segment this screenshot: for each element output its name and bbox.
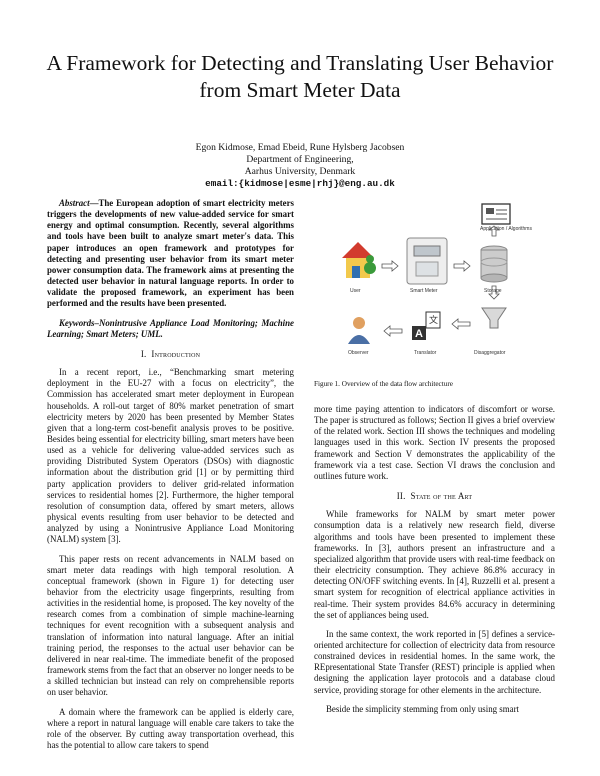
figure-label-algorithms: Application / Algorithms	[480, 226, 532, 232]
keywords-label: Keywords	[59, 317, 95, 328]
intro-paragraph-1: In a recent report, i.e., “Benchmarking …	[47, 367, 294, 545]
user-house-icon	[342, 242, 376, 278]
storage-icon	[480, 245, 508, 283]
svg-text:A: A	[415, 328, 423, 340]
intro-paragraph-3-continued: more time paying attention to indicators…	[314, 404, 555, 481]
figure-label-storage: Storage	[484, 288, 502, 294]
author-block: Egon Kidmose, Emad Ebeid, Rune Hylsberg …	[60, 142, 540, 190]
author-email: email:{kidmose|esme|rhj}@eng.au.dk	[205, 178, 395, 189]
author-department: Department of Engineering,	[246, 154, 354, 165]
sota-paragraph-1: While frameworks for NALM by smart meter…	[314, 509, 555, 620]
application-icon	[481, 203, 511, 225]
left-column: Abstract—The European adoption of smart …	[47, 198, 294, 751]
sota-paragraph-3: Beside the simplicity stemming from only…	[326, 703, 520, 714]
abstract: Abstract—The European adoption of smart …	[47, 198, 294, 310]
paper-title: A Framework for Detecting and Translatin…	[46, 51, 554, 102]
sota-paragraph-2: In the same context, the work reported i…	[314, 628, 555, 695]
section-heading-introduction: I. Introduction	[140, 348, 201, 359]
flow-arrows	[381, 225, 501, 337]
figure-label-meter: Smart Meter	[410, 288, 438, 294]
translator-icon: A 文	[412, 311, 441, 340]
keywords-text: –Nonintrusive Appliance Load Monitoring;…	[47, 317, 294, 339]
author-university: Aarhus University, Denmark	[244, 166, 356, 177]
section-heading-state-of-the-art: II. State of the Art	[396, 491, 473, 502]
observer-icon	[348, 317, 370, 344]
abstract-label: Abstract	[59, 198, 90, 208]
figure-label-translator: Translator	[414, 350, 437, 356]
author-names: Egon Kidmose, Emad Ebeid, Rune Hylsberg …	[195, 142, 405, 153]
abstract-text: —The European adoption of smart electric…	[47, 198, 294, 309]
figure-label-disaggregator: Disaggregator	[474, 350, 506, 356]
keywords: Keywords–Nonintrusive Appliance Load Mon…	[47, 318, 294, 340]
figure-caption: Figure 1. Overview of the data flow arch…	[314, 380, 453, 388]
figure-label-observer: Observer	[348, 350, 369, 356]
intro-paragraph-3: A domain where the framework can be appl…	[47, 706, 294, 751]
right-column: more time paying attention to indicators…	[314, 404, 555, 715]
intro-paragraph-2: This paper rests on recent advancements …	[47, 553, 294, 698]
figure-label-user: User	[350, 288, 361, 294]
svg-text:文: 文	[429, 314, 438, 326]
data-flow-figure: A 文	[342, 203, 511, 344]
filter-funnel-icon	[481, 307, 507, 329]
smart-meter-icon	[406, 237, 448, 285]
